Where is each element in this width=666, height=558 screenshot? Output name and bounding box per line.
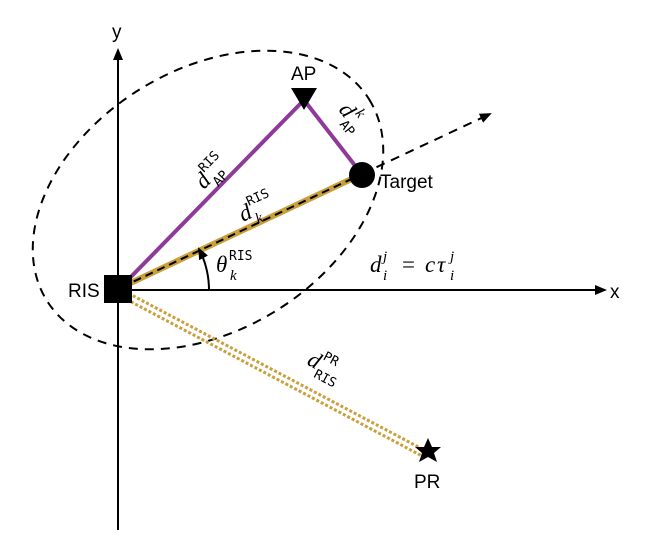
svg-text:θ: θ xyxy=(216,252,227,277)
y-axis-label: y xyxy=(112,22,122,43)
svg-text:d: d xyxy=(370,252,382,277)
label-d-ap-k: d k AP xyxy=(334,98,368,140)
ris-label: RIS xyxy=(68,281,100,302)
ris-node-icon xyxy=(104,275,132,303)
svg-text:RIS: RIS xyxy=(311,367,339,391)
link-ris-pr-b xyxy=(121,295,425,459)
target-label: Target xyxy=(380,172,434,193)
link-ris-target-dashes xyxy=(121,174,361,288)
ap-label: AP xyxy=(291,64,316,85)
svg-text:PR: PR xyxy=(320,349,341,370)
svg-text:RIS: RIS xyxy=(244,186,272,210)
target-node-icon xyxy=(349,162,375,188)
pr-node-icon xyxy=(415,438,441,462)
svg-text:RIS: RIS xyxy=(229,249,252,264)
x-axis-label: x xyxy=(610,282,620,303)
svg-text:j: j xyxy=(448,249,454,265)
svg-text:i: i xyxy=(450,268,454,284)
ellipse-boundary xyxy=(31,49,385,351)
label-d-ris-pr: d PR RIS xyxy=(304,346,342,391)
svg-text:τ: τ xyxy=(437,252,446,277)
svg-text:i: i xyxy=(383,268,387,284)
svg-text:j: j xyxy=(381,249,387,265)
link-ris-ap xyxy=(120,98,306,288)
svg-text:=: = xyxy=(402,252,415,277)
link-ap-target xyxy=(302,98,362,174)
svg-text:AP: AP xyxy=(336,118,358,140)
link-ris-pr-a xyxy=(123,289,427,453)
pr-label: PR xyxy=(414,472,440,493)
label-range-equation: d j i = c τ j i xyxy=(370,249,454,284)
label-theta-k-ris: θ RIS k xyxy=(216,249,252,284)
direction-arrow xyxy=(361,113,492,175)
svg-text:c: c xyxy=(425,252,435,277)
angle-arc xyxy=(198,247,210,291)
svg-text:k: k xyxy=(230,268,237,284)
ap-node-icon xyxy=(291,88,317,110)
